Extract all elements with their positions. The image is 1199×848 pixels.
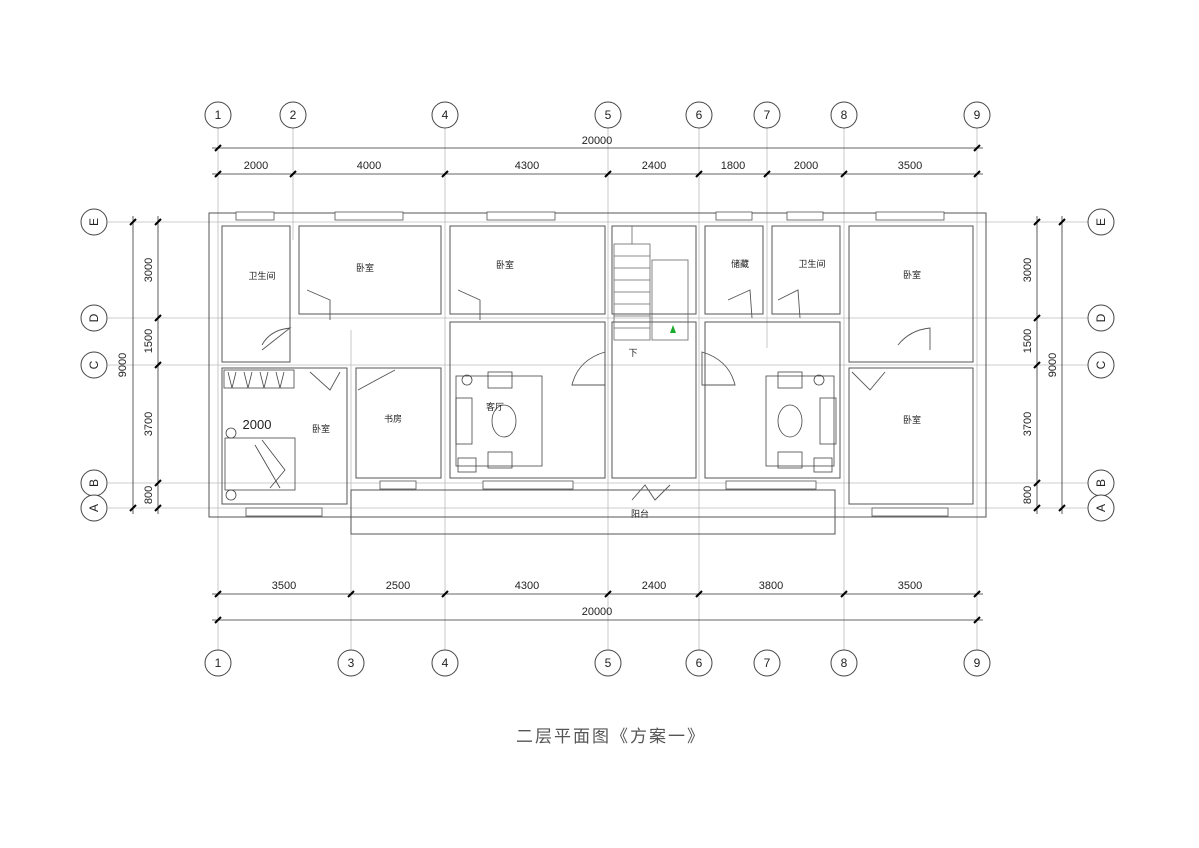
axis-bottom-1: 1	[215, 656, 222, 670]
dim-top-6: 2000	[794, 160, 818, 172]
dim-top-1: 2000	[244, 160, 268, 172]
axis-top-8: 8	[841, 108, 848, 122]
dim-right-2: 1500	[1022, 329, 1034, 353]
right-dimension-labels: 3000 1500 3700 800 9000	[1022, 258, 1059, 504]
axis-bottom-9: 9	[974, 656, 981, 670]
axis-top-5: 5	[605, 108, 612, 122]
axis-top-6: 6	[696, 108, 703, 122]
room-living: 客厅	[486, 401, 504, 412]
room-bath-right: 卫生间	[798, 258, 825, 269]
room-down: 下	[628, 348, 637, 358]
axis-bottom-5: 5	[605, 656, 612, 670]
dim-bottom-6: 3500	[898, 580, 922, 592]
room-storage: 储藏	[731, 258, 749, 269]
room-bed-sw: 卧室	[312, 423, 330, 434]
dim-left-4: 800	[143, 486, 155, 504]
stair-arrow-icon	[670, 325, 676, 333]
axis-bottom-4: 4	[442, 656, 449, 670]
axis-top-4: 4	[442, 108, 449, 122]
windows	[235, 211, 949, 517]
dim-right-4: 800	[1022, 486, 1034, 504]
axis-right-e: E	[1094, 218, 1108, 226]
dim-top-5: 1800	[721, 160, 745, 172]
dim-left-total: 9000	[117, 353, 129, 377]
axis-right-a: A	[1094, 504, 1108, 512]
axis-top-9: 9	[974, 108, 981, 122]
axis-bottom-7: 7	[764, 656, 771, 670]
axis-top-7: 7	[764, 108, 771, 122]
dim-right-1: 3000	[1022, 258, 1034, 282]
axis-left-b: B	[87, 479, 101, 487]
axis-bubbles	[80, 101, 1115, 677]
dim-bottom-5: 3800	[759, 580, 783, 592]
staircase	[613, 226, 689, 341]
room-labels: 卫生间 卧室 卧室 储藏 卫生间 卧室 卧室 书房 客厅 下 卧室 阳台	[248, 258, 921, 519]
axis-right-b: B	[1094, 479, 1108, 487]
dim-top-4: 2400	[642, 160, 666, 172]
dim-top-7: 3500	[898, 160, 922, 172]
axis-left-labels: E D C B A	[87, 218, 101, 512]
axis-left-e: E	[87, 218, 101, 226]
walls	[208, 212, 987, 535]
room-bed-se: 卧室	[903, 414, 921, 425]
axis-right-d: D	[1094, 313, 1108, 322]
top-dimension-labels: 20000 2000 4000 4300 2400 1800 2000 3500	[244, 135, 922, 172]
left-dimension-labels: 9000 3000 1500 3700 800	[117, 258, 155, 504]
dim-top-2: 4000	[357, 160, 381, 172]
axis-bottom-6: 6	[696, 656, 703, 670]
axis-bottom-3: 3	[348, 656, 355, 670]
dim-left-3: 3700	[143, 412, 155, 436]
dim-bottom-1: 3500	[272, 580, 296, 592]
room-bed3: 卧室	[903, 269, 921, 280]
dim-top-total: 20000	[582, 135, 613, 147]
room-study: 书房	[384, 413, 402, 424]
room-bath-left: 卫生间	[248, 270, 275, 281]
furniture	[223, 369, 837, 501]
dim-bottom-2: 2500	[386, 580, 410, 592]
axis-bottom-labels: 1 3 4 5 6 7 8 9	[215, 656, 981, 670]
dim-right-total: 9000	[1047, 353, 1059, 377]
dim-right-3: 3700	[1022, 412, 1034, 436]
drawing-title: 二层平面图《方案一》	[516, 727, 706, 746]
axis-top-labels: 1 2 4 5 6 7 8 9	[215, 108, 981, 122]
room-bed1: 卧室	[356, 262, 374, 273]
dim-bottom-3: 4300	[515, 580, 539, 592]
dimension-lines	[132, 147, 1063, 621]
dimension-ticks	[129, 144, 1066, 624]
axis-left-d: D	[87, 313, 101, 322]
axis-top-2: 2	[290, 108, 297, 122]
axis-right-labels: E D C B A	[1094, 218, 1108, 512]
dim-left-1: 3000	[143, 258, 155, 282]
dim-bottom-total: 20000	[582, 606, 613, 618]
axis-top-1: 1	[215, 108, 222, 122]
room-bed2: 卧室	[496, 259, 514, 270]
dim-bottom-4: 2400	[642, 580, 666, 592]
dim-left-2: 1500	[143, 329, 155, 353]
bed-dimension-label: 2000	[243, 417, 272, 432]
dim-top-3: 4300	[515, 160, 539, 172]
doors	[261, 289, 931, 501]
axis-left-c: C	[87, 360, 101, 369]
axis-right-c: C	[1094, 360, 1108, 369]
room-balcony: 阳台	[631, 508, 649, 519]
grid-lines	[108, 128, 1088, 652]
axis-bottom-8: 8	[841, 656, 848, 670]
axis-left-a: A	[87, 504, 101, 512]
bottom-dimension-labels: 3500 2500 4300 2400 3800 3500 20000	[272, 580, 922, 618]
